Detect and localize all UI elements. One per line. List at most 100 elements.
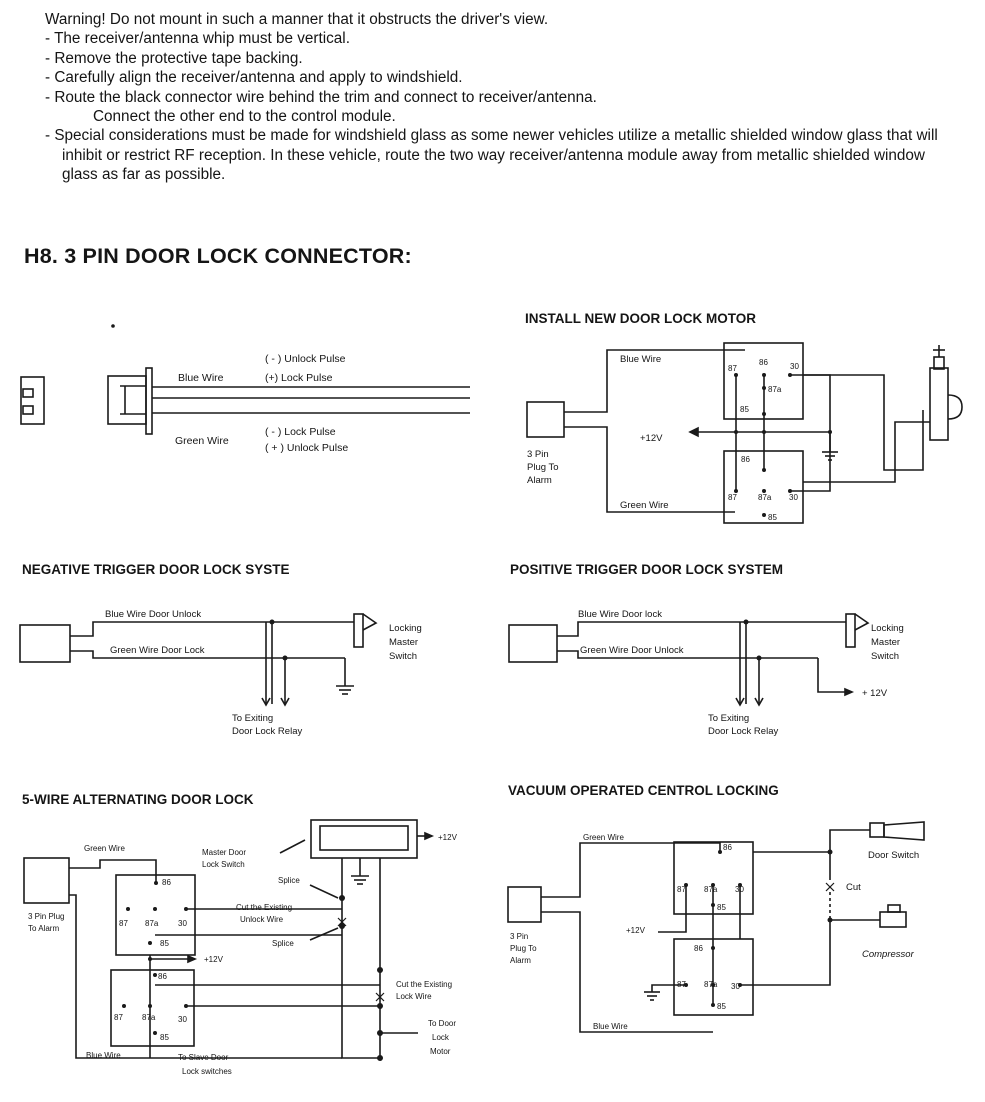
pin-label: 85 [160, 1033, 169, 1042]
green-unlock-pulse: ( + ) Unlock Pulse [265, 442, 348, 454]
pin-label: 86 [741, 455, 750, 464]
splice-label: Splice [278, 876, 300, 885]
connector-diagram [20, 324, 470, 435]
vacuum-12v-label: +12V [626, 926, 646, 935]
pin-label: 85 [717, 903, 726, 912]
bullet-item: - Route the black connector wire behind … [45, 88, 597, 106]
compressor-icon [879, 911, 907, 928]
five-blue-wire-label: Blue Wire [86, 1051, 121, 1060]
relay-label-line: Door Lock Relay [708, 726, 778, 737]
five-12v-mid-label: +12V [204, 955, 224, 964]
door-switch-label: Door Switch [868, 850, 919, 861]
blue-unlock-pulse: ( - ) Unlock Pulse [265, 353, 346, 365]
plug-label-line: Plug To [510, 944, 537, 953]
pin-label: 87a [768, 385, 782, 394]
five-12v-top-label: +12V [438, 833, 458, 842]
pin-label: 87 [677, 980, 686, 989]
cut-lock-label-line: Lock Wire [396, 992, 432, 1001]
five-green-wire-label: Green Wire [84, 844, 125, 853]
bullet-item: - Remove the protective tape backing. [45, 49, 303, 67]
alarm-plug-box [23, 857, 70, 904]
plug-label-line: Plug To [527, 462, 559, 473]
plug-label-line: 3 Pin Plug [28, 912, 64, 921]
plug-label-line: Alarm [510, 956, 531, 965]
switch-label-line: Master [389, 637, 418, 648]
connector-pin-slot [22, 405, 34, 415]
vacuum-diagram [507, 821, 925, 1033]
switch-label-line: Locking [389, 623, 422, 634]
special-considerations: - Special considerations must be made fo… [45, 127, 938, 184]
switch-label-line: Locking [871, 623, 904, 634]
switch-label-line: Master [871, 637, 900, 648]
pin-label: 86 [694, 944, 703, 953]
pin-label: 30 [789, 493, 798, 502]
pin-label: 86 [162, 878, 171, 887]
dot-mark [111, 324, 115, 328]
plug-label-line: 3 Pin [510, 932, 528, 941]
positive-green-label: Green Wire Door Unlock [580, 645, 684, 656]
pin-label: 87 [114, 1013, 123, 1022]
vacuum-blue-wire-label: Blue Wire [593, 1022, 628, 1031]
alarm-plug-box [508, 624, 558, 663]
alarm-plug-box [507, 886, 542, 923]
vacuum-junctions [684, 849, 833, 1007]
connector-green-wire-label: Green Wire [175, 435, 229, 447]
pin-label: 85 [768, 513, 777, 522]
relay-top [115, 874, 196, 956]
pin-label: 87a [142, 1013, 156, 1022]
relay-label-line: To Exiting [708, 713, 749, 724]
install-12v-label: +12V [640, 433, 663, 444]
install-motor-title: INSTALL NEW DOOR LOCK MOTOR [525, 311, 756, 326]
pin-label: 87a [145, 919, 159, 928]
master-switch-label-line: Lock Switch [202, 860, 245, 869]
plug-label-line: 3 Pin [527, 449, 549, 460]
motor-label-line: Lock [432, 1033, 450, 1042]
pin-label: 30 [731, 982, 740, 991]
five-wire-diagram [23, 819, 435, 1059]
pin-label: 86 [158, 972, 167, 981]
locking-master-switch-icon [845, 613, 856, 648]
five-wire-title: 5-WIRE ALTERNATING DOOR LOCK [22, 792, 254, 807]
door-switch-icon [869, 822, 885, 838]
motor-label-line: Motor [430, 1047, 451, 1056]
install-motor-relay-pins [734, 373, 832, 517]
positive-12v-label: + 12V [862, 688, 888, 699]
pin-label: 87 [119, 919, 128, 928]
pin-label: 87 [728, 364, 737, 373]
plug-label-line: Alarm [527, 475, 552, 486]
bullet-item: - Carefully align the receiver/antenna a… [45, 69, 463, 87]
connector-pin-slot [22, 388, 34, 398]
negative-trigger-title: NEGATIVE TRIGGER DOOR LOCK SYSTE [22, 562, 290, 577]
slave-label-line: Lock switches [182, 1067, 232, 1076]
connect-line: Connect the other end to the control mod… [93, 108, 396, 126]
cut-label: Cut [846, 882, 861, 893]
master-door-lock-switch-icon [310, 819, 418, 859]
relay-label-line: To Exiting [232, 713, 273, 724]
blue-lock-pulse: (+) Lock Pulse [265, 372, 333, 384]
pin-label: 87 [728, 493, 737, 502]
alarm-plug-box [526, 401, 565, 438]
pin-label: 30 [178, 919, 187, 928]
plug-label-line: To Alarm [28, 924, 59, 933]
relay-label-line: Door Lock Relay [232, 726, 302, 737]
pin-label: 87 [677, 885, 686, 894]
pin-label: 87a [758, 493, 772, 502]
connector-blue-wire-label: Blue Wire [178, 372, 224, 384]
pin-label: 85 [160, 939, 169, 948]
pin-label: 30 [790, 362, 799, 371]
switch-label-line: Switch [871, 651, 899, 662]
pin-label: 30 [178, 1015, 187, 1024]
five-wire-junctions [122, 881, 383, 1061]
pin-label: 85 [717, 1002, 726, 1011]
bullet-item: - The receiver/antenna whip must be vert… [45, 30, 350, 48]
compressor-label: Compressor [862, 949, 915, 960]
installation-instructions: Warning! Do not mount in such a manner t… [45, 10, 975, 185]
positive-trigger-diagram [508, 613, 870, 707]
master-switch-label-line: Master Door [202, 848, 246, 857]
relay-bottom [110, 969, 195, 1047]
cut-unlock-label-line: Unlock Wire [240, 915, 284, 924]
connector-housing-icon [107, 375, 147, 425]
install-motor-diagram [526, 342, 963, 524]
connector-plug-icon [20, 376, 45, 425]
